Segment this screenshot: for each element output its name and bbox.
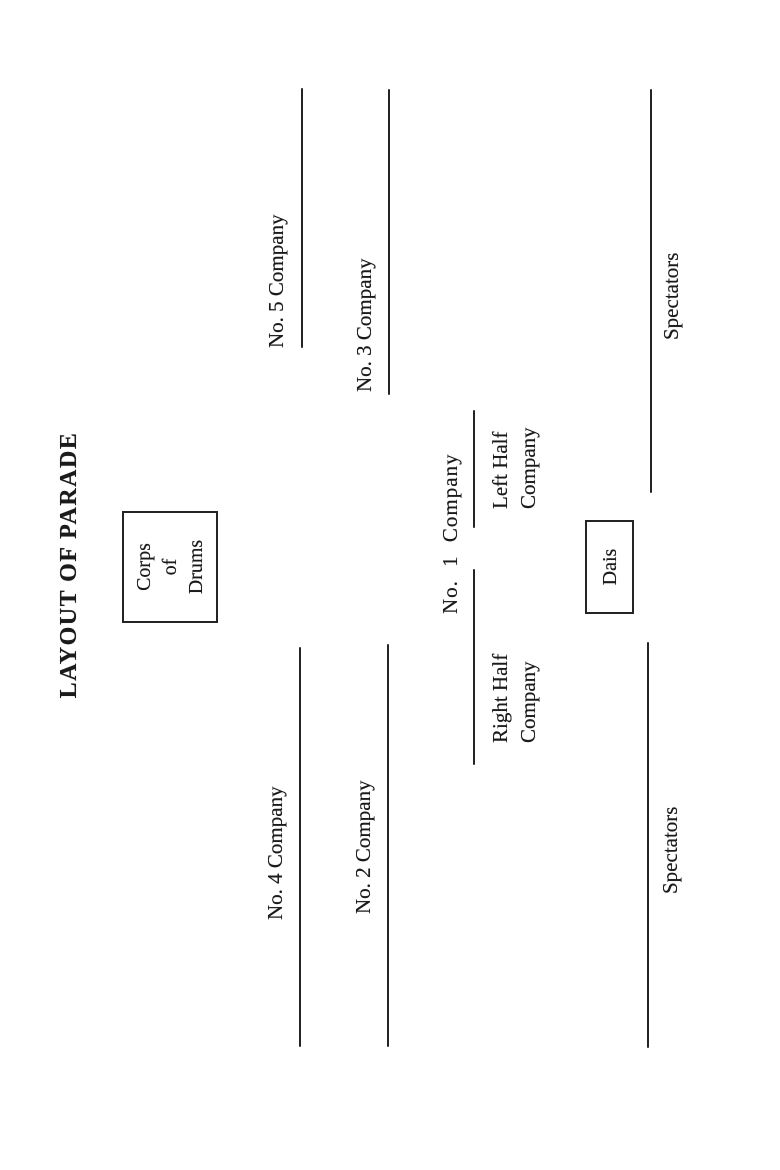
- no5-company-label: No. 5 Company: [264, 214, 288, 348]
- corps-of-drums-line2: of: [159, 558, 181, 576]
- no2-company-label: No. 2 Company: [351, 780, 375, 914]
- no4-company-line: [299, 647, 301, 1047]
- spectators-right-line: [650, 89, 652, 493]
- no1-company-label: No. 1 Company: [438, 453, 462, 614]
- corps-of-drums-line1: Corps: [133, 543, 155, 591]
- spectators-left-label: Spectators: [658, 806, 682, 894]
- no5-company-line: [301, 88, 303, 348]
- corps-of-drums-box: Corps of Drums: [122, 511, 218, 623]
- no4-company-label: No. 4 Company: [263, 786, 287, 920]
- right-half-company-label: Right Half Company: [488, 653, 540, 743]
- no2-company-line: [387, 644, 389, 1047]
- no3-company-line: [388, 89, 390, 395]
- page-title: LAYOUT OF PARADE: [56, 431, 82, 699]
- spectators-right-label: Spectators: [659, 252, 683, 340]
- spectators-left-line: [647, 642, 649, 1048]
- no3-company-label: No. 3 Company: [352, 258, 376, 392]
- dais-box: Dais: [585, 520, 634, 614]
- dais-label: Dais: [598, 548, 621, 586]
- corps-of-drums-line3: Drums: [185, 539, 207, 595]
- left-half-company-label: Left Half Company: [488, 427, 540, 509]
- right-half-company-line: [473, 569, 475, 765]
- left-half-company-line: [473, 410, 475, 528]
